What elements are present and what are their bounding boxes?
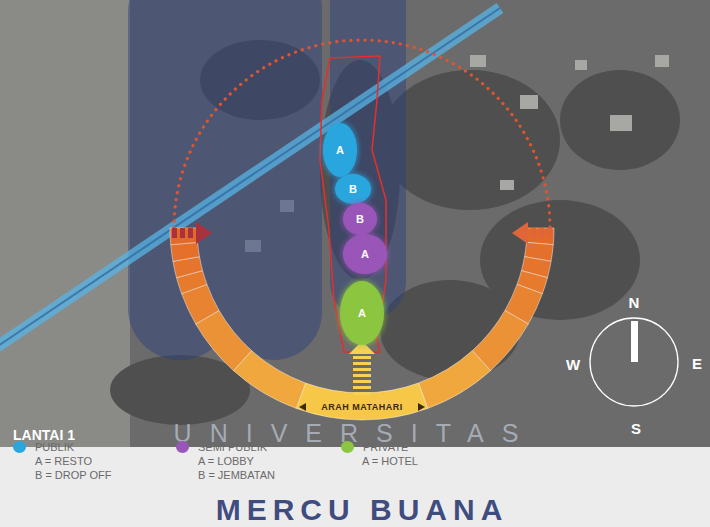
legend-detail: A = RESTO <box>35 456 92 467</box>
zone-letter: A <box>358 307 366 319</box>
zone-letter: A <box>336 144 344 156</box>
compass-letter: N <box>629 295 640 310</box>
floor-title: LANTAI 1 <box>13 428 75 442</box>
zone-ellipse: A <box>340 281 384 345</box>
zone-ellipse: A <box>323 123 357 177</box>
wind-arrow-dash <box>539 228 544 238</box>
zone-letter: B <box>349 183 357 195</box>
dotted-arc <box>174 40 550 228</box>
zone-ellipse: A <box>343 234 387 274</box>
legend-detail: B = JEMBATAN <box>198 470 275 481</box>
legend-detail: A = LOBBY <box>198 456 254 467</box>
zone-ellipse: B <box>335 174 371 204</box>
wind-arrow-dash <box>188 228 193 238</box>
wind-arrow-dash <box>172 228 177 238</box>
compass-letter: W <box>566 357 580 372</box>
sun-arrow-right <box>418 403 425 411</box>
legend-detail: B = DROP OFF <box>35 470 112 481</box>
wind-arrow-dash <box>531 228 536 238</box>
legend-text: PRIVATE <box>363 442 408 453</box>
entry-arrow-bar <box>353 374 371 377</box>
entry-arrow-bar <box>353 392 371 395</box>
legend-swatch <box>341 441 354 453</box>
compass-letter: E <box>692 356 702 371</box>
sun-segment <box>418 351 490 409</box>
wind-arrow-head <box>512 222 528 244</box>
legend-text: PUBLIK <box>35 442 74 453</box>
watermark: MERCU BUANA <box>216 495 509 525</box>
zone-ellipse: B <box>343 203 377 235</box>
entry-arrow-bar <box>353 386 371 389</box>
legend-text: SEMI PUBLIK <box>198 442 267 453</box>
sun-segment <box>296 383 427 420</box>
sun-label: ARAH MATAHARI <box>321 403 403 412</box>
compass-letter: S <box>631 421 641 436</box>
wind-arrow-dash <box>547 228 552 238</box>
legend-swatch <box>13 441 26 453</box>
wind-arrow-head <box>196 222 212 244</box>
wind-arrow-dash <box>180 228 185 238</box>
legend-detail: A = HOTEL <box>362 456 418 467</box>
entry-arrow-bar <box>353 356 371 359</box>
sun-arrow-left <box>299 403 306 411</box>
entry-arrow-bar <box>353 362 371 365</box>
sun-segment <box>171 242 200 261</box>
sun-segment <box>170 228 198 245</box>
zone-letter: B <box>356 213 364 225</box>
zone-letter: A <box>361 248 369 260</box>
entry-arrow-bar <box>353 380 371 383</box>
entry-arrow-bar <box>353 368 371 371</box>
sun-segment <box>526 228 554 245</box>
legend-swatch <box>176 441 189 453</box>
